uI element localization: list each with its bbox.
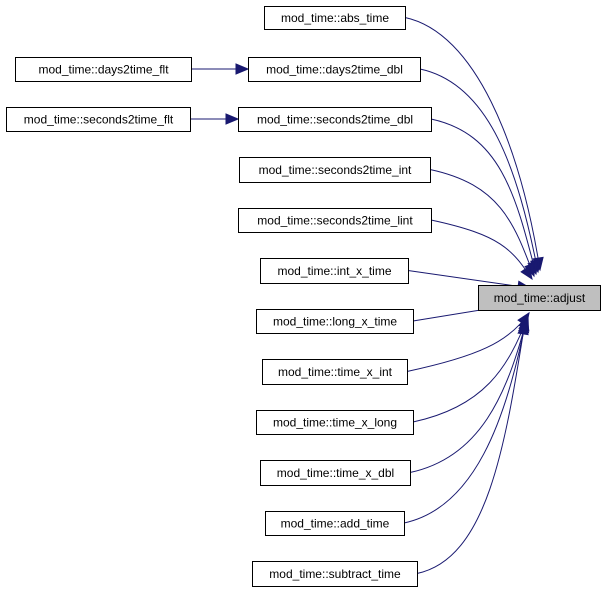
- caller-node-3-box: [239, 157, 431, 183]
- caller-node-7-label: mod_time::time_x_int: [278, 365, 393, 379]
- caller-arrowhead-11: [517, 320, 529, 336]
- caller-node-6[interactable]: mod_time::long_x_time: [256, 309, 414, 334]
- caller-node-9-box: [260, 460, 411, 486]
- caller-node-6-box: [256, 309, 414, 334]
- caller-node-1-label: mod_time::days2time_dbl: [266, 63, 403, 77]
- second-level-node-1[interactable]: mod_time::seconds2time_flt: [6, 107, 191, 132]
- second-arrowhead-0: [235, 63, 250, 75]
- caller-node-9[interactable]: mod_time::time_x_dbl: [260, 460, 411, 486]
- caller-node-9-label: mod_time::time_x_dbl: [277, 466, 394, 480]
- caller-node-2-box: [238, 107, 432, 132]
- caller-node-0-label: mod_time::abs_time: [281, 11, 389, 25]
- caller-node-4-box: [238, 208, 432, 233]
- edge-caller-10: [403, 319, 527, 524]
- target-node-label: mod_time::adjust: [494, 291, 586, 305]
- caller-node-8-label: mod_time::time_x_long: [273, 416, 397, 430]
- second-level-node-0[interactable]: mod_time::days2time_flt: [15, 57, 192, 82]
- caller-node-8-box: [256, 410, 414, 435]
- caller-node-5-box: [260, 258, 409, 284]
- caller-node-11-label: mod_time::subtract_time: [269, 567, 401, 581]
- caller-node-4-label: mod_time::seconds2time_lint: [257, 214, 413, 228]
- caller-node-0[interactable]: mod_time::abs_time: [264, 6, 406, 30]
- edge-caller-1: [419, 68, 539, 273]
- caller-node-1-box: [248, 57, 421, 82]
- caller-node-4[interactable]: mod_time::seconds2time_lint: [238, 208, 432, 233]
- caller-node-5[interactable]: mod_time::int_x_time: [260, 258, 409, 284]
- caller-node-3-label: mod_time::seconds2time_int: [259, 163, 412, 177]
- edge-caller-11: [416, 321, 526, 574]
- caller-node-3[interactable]: mod_time::seconds2time_int: [239, 157, 431, 183]
- caller-node-7-box: [262, 359, 408, 385]
- second-level-node-1-label: mod_time::seconds2time_flt: [24, 113, 174, 127]
- target-node[interactable]: mod_time::adjust: [478, 285, 601, 311]
- edge-caller-2: [430, 118, 537, 275]
- caller-node-10-label: mod_time::add_time: [281, 517, 390, 531]
- caller-node-2[interactable]: mod_time::seconds2time_dbl: [238, 107, 432, 132]
- edge-caller-0: [404, 17, 541, 271]
- caller-node-2-label: mod_time::seconds2time_dbl: [257, 113, 413, 127]
- caller-node-7[interactable]: mod_time::time_x_int: [262, 359, 408, 385]
- caller-node-10-box: [265, 511, 405, 536]
- edge-caller-7: [406, 312, 530, 372]
- edge-caller-9: [409, 317, 528, 473]
- caller-node-1[interactable]: mod_time::days2time_dbl: [248, 57, 421, 82]
- nodes: mod_time::abs_timemod_time::days2time_db…: [6, 6, 601, 587]
- second-level-node-0-label: mod_time::days2time_flt: [38, 63, 169, 77]
- caller-node-8[interactable]: mod_time::time_x_long: [256, 410, 414, 435]
- caller-node-11-box: [252, 561, 418, 587]
- second-level-node-0-box: [15, 57, 192, 82]
- target-node-box: [478, 285, 601, 311]
- caller-node-0-box: [264, 6, 406, 30]
- caller-node-10[interactable]: mod_time::add_time: [265, 511, 405, 536]
- caller-node-11[interactable]: mod_time::subtract_time: [252, 561, 418, 587]
- edge-caller-4: [430, 219, 533, 280]
- edge-caller-3: [429, 169, 535, 277]
- caller-node-6-label: mod_time::long_x_time: [273, 315, 397, 329]
- second-level-node-1-box: [6, 107, 191, 132]
- edge-caller-8: [412, 315, 529, 423]
- caller-arrowhead-4: [520, 265, 533, 281]
- caller-node-5-label: mod_time::int_x_time: [277, 264, 391, 278]
- second-arrowhead-1: [225, 113, 240, 125]
